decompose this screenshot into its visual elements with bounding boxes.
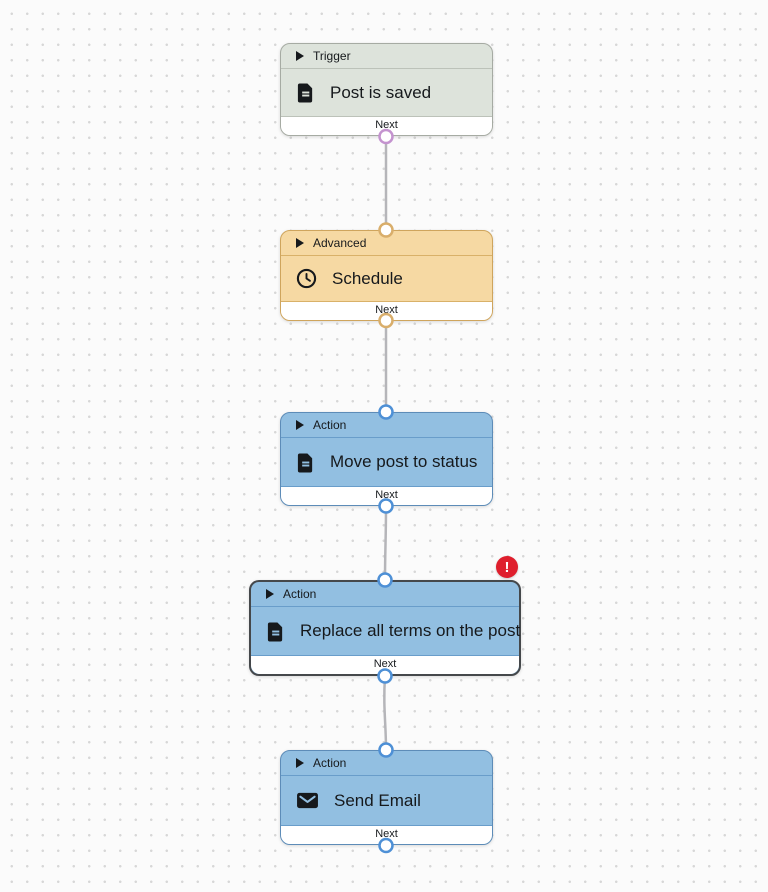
document-icon (267, 621, 283, 641)
error-symbol: ! (504, 558, 510, 576)
node-footer-next: Next (281, 486, 492, 505)
node-action-replace-all-terms[interactable]: Action Replace all terms on the post Nex… (249, 580, 521, 676)
node-action-move-post-to-status[interactable]: Action Move post to status Next (280, 412, 493, 506)
next-label: Next (375, 119, 398, 131)
node-category-label: Action (313, 418, 347, 432)
node-body[interactable]: Post is saved (281, 69, 492, 116)
node-advanced-schedule[interactable]: Advanced Schedule Next (280, 230, 493, 321)
next-label: Next (375, 489, 398, 501)
connector-port-output[interactable] (378, 837, 394, 854)
node-footer-next: Next (281, 825, 492, 844)
connector-port-input[interactable] (378, 404, 394, 420)
node-title: Post is saved (330, 82, 432, 102)
document-icon (297, 452, 313, 472)
node-body[interactable]: Schedule (281, 256, 492, 301)
connector-port-input[interactable] (378, 222, 394, 238)
email-icon (297, 792, 318, 809)
node-header[interactable]: Action (251, 582, 519, 607)
node-header[interactable]: Action (281, 413, 492, 438)
node-trigger-post-is-saved[interactable]: Trigger Post is saved Next (280, 43, 493, 136)
connector-port-input[interactable] (377, 572, 393, 588)
node-category-label: Advanced (313, 236, 367, 250)
node-body[interactable]: Replace all terms on the post (251, 607, 521, 655)
next-label: Next (375, 828, 398, 840)
expand-arrow-icon[interactable] (296, 51, 304, 61)
node-category-label: Action (283, 587, 317, 601)
expand-arrow-icon[interactable] (266, 589, 274, 599)
node-body[interactable]: Move post to status (281, 438, 492, 486)
expand-arrow-icon[interactable] (296, 420, 304, 430)
connector-port-output[interactable] (377, 668, 393, 684)
connector-port-output[interactable] (378, 498, 394, 514)
node-action-send-email[interactable]: Action Send Email Next (280, 750, 493, 845)
connector-port-output[interactable] (378, 312, 394, 329)
node-category-label: Trigger (313, 49, 351, 63)
next-label: Next (373, 658, 397, 670)
document-icon (297, 83, 313, 103)
node-title: Replace all terms on the post (300, 621, 521, 640)
edge (383, 674, 388, 752)
node-header[interactable]: Action (281, 751, 492, 776)
next-label: Next (375, 304, 398, 316)
node-footer-next: Next (281, 301, 492, 320)
node-header[interactable]: Trigger (281, 44, 492, 69)
node-title: Move post to status (330, 452, 478, 471)
error-badge[interactable]: ! (496, 556, 518, 578)
node-footer-next: Next (281, 116, 492, 135)
edge (383, 504, 388, 582)
connector-port-input[interactable] (378, 742, 394, 758)
node-title: Schedule (332, 268, 403, 288)
connector-port-output[interactable] (378, 128, 394, 145)
node-header[interactable]: Advanced (281, 231, 492, 256)
node-footer-next: Next (251, 655, 519, 674)
node-category-label: Action (313, 756, 347, 770)
node-title: Send Email (334, 790, 421, 810)
expand-arrow-icon[interactable] (296, 758, 304, 768)
clock-icon (296, 268, 317, 289)
node-body[interactable]: Send Email (281, 776, 492, 825)
expand-arrow-icon[interactable] (296, 238, 304, 248)
